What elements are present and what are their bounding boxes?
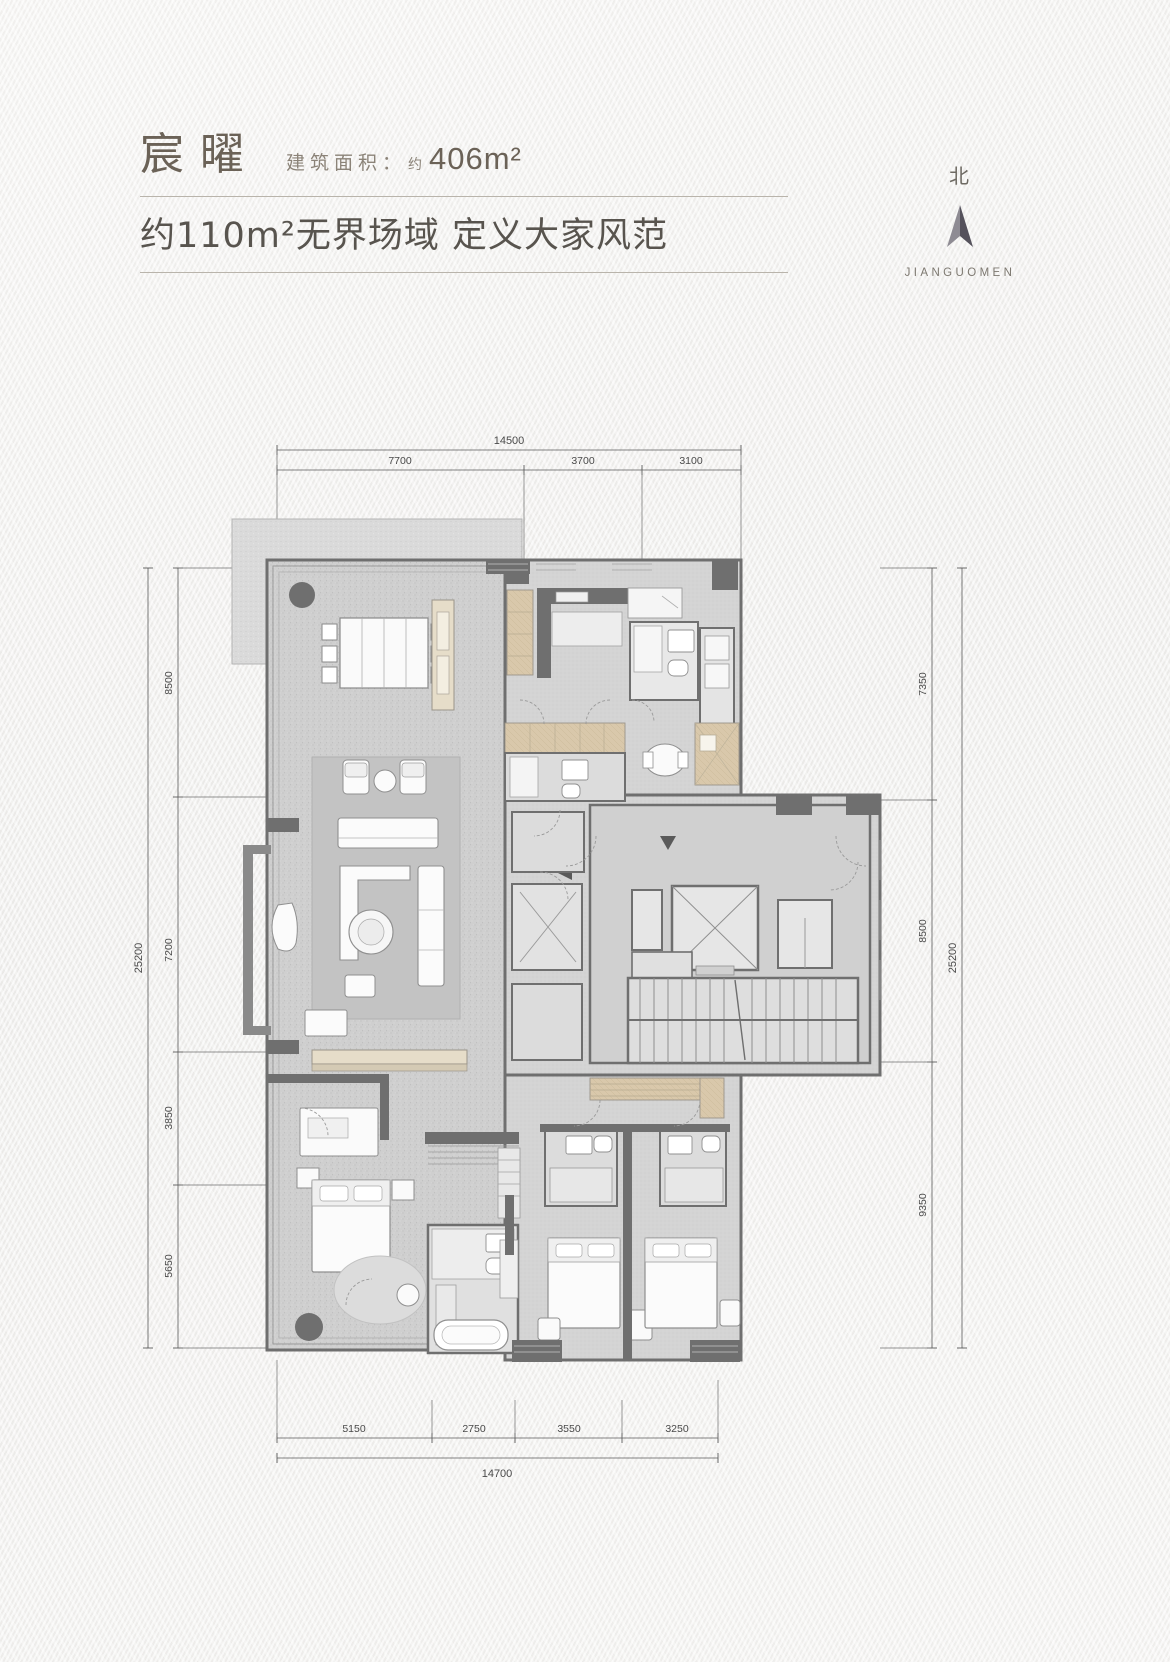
page-title: 宸曜 [140,129,260,180]
compass: 北 JIANGUOMEN [880,160,1040,279]
sink [561,759,589,781]
area-group: 建筑面积：约 406m² [286,141,522,177]
shaft [631,951,693,979]
entry-thresholds [486,560,740,1362]
accent-chair [304,1009,348,1037]
structural-column-sw [295,1313,323,1341]
north-arrow-icon [880,203,1040,251]
room-dining [289,582,455,711]
dim-left-seg-1: 7200 [163,938,175,962]
foyer [511,809,585,1061]
door-swing [539,871,569,901]
kitchen-island [551,611,623,647]
room-master-bedroom [295,1107,427,1341]
sink [667,629,695,653]
structural-column-nw [289,582,315,608]
bedroom-rug [333,1255,427,1325]
room-kitchen [505,560,738,725]
threshold-hatch [488,563,738,1353]
dimension-top: 14500 7700 3700 3100 [276,435,742,560]
dim-bottom-seg-2: 3550 [557,1423,581,1435]
southeast-partitions [505,1124,730,1360]
threshold-south-east [690,1340,740,1362]
south-corridor [589,1077,725,1119]
dim-top-seg-2: 3100 [679,455,703,467]
title-row: 宸曜 建筑面积：约 406m² [140,118,800,182]
kitchen-cabinet-run [506,589,534,676]
dim-left-seg-3: 5650 [163,1254,175,1278]
plan-header: 宸曜 建筑面积：约 406m² 约110m²无界场域 定义大家风范 [140,118,800,273]
building-plan [231,518,882,1362]
area-value: 406m² [429,141,522,176]
ottoman [344,974,376,998]
dimension-right: 25200 7350 8500 9350 [880,567,967,1349]
sink [667,1135,693,1155]
toilet [701,1135,721,1153]
dim-right-seg-2: 9350 [917,1193,929,1217]
area-approx: 约 [408,156,424,172]
nightstand [537,1317,561,1341]
dim-top-seg-1: 3700 [571,455,595,467]
toilet [667,659,689,677]
door-swing [533,809,561,837]
threshold-south-west [512,1340,562,1362]
washer [704,635,730,661]
service-band [504,722,740,802]
tv-cabinet [311,1049,468,1065]
dimension-left: 25200 8500 7200 3850 5650 [133,567,268,1349]
dim-right-seg-1: 8500 [917,919,929,943]
direction-marker [660,836,676,850]
door-swings [299,699,867,1306]
sofa-two-seat [417,865,445,987]
elevator-service [631,889,663,951]
storage-unit [627,587,683,619]
toilet [561,783,581,799]
dim-left-seg-2: 3850 [163,1106,175,1130]
sofa-three-seat [337,817,439,849]
sink [565,1135,593,1155]
compass-brand-label: JIANGUOMEN [904,267,1016,279]
side-table-round [373,769,397,793]
dryer [704,663,730,689]
structural-column [776,795,812,815]
dim-top-seg-0: 7700 [388,455,412,467]
dim-left-total: 25200 [133,943,145,974]
header-divider-bottom [140,272,788,273]
dim-bottom-total: 14700 [482,1468,513,1480]
utility-room [511,983,583,1061]
dim-right-total: 25200 [947,943,959,974]
entry-vestibule [511,811,585,873]
room-living [271,756,468,1072]
shower [549,1167,613,1203]
shower [664,1167,724,1203]
structural-column [712,560,738,590]
room-bedroom-2 [537,1127,653,1341]
dim-left-seg-0: 8500 [163,671,175,695]
dim-right-seg-0: 7350 [917,672,929,696]
nightstand [719,1299,741,1327]
dim-bottom-seg-3: 3250 [665,1423,689,1435]
room-master-bath [425,1132,521,1355]
side-table-round [396,1283,420,1307]
central-core [556,795,880,1065]
area-label: 建筑面积： [286,153,407,174]
structural-column [846,795,880,815]
nightstand [391,1179,415,1201]
lounge-chair [271,902,298,952]
compass-north-label: 北 [949,164,971,188]
cooktop [555,591,589,603]
header-divider-top [140,196,788,197]
dim-top-total: 14500 [494,435,525,447]
west-wing-walls [243,818,389,1140]
dimension-bottom: 5150 2750 3550 3250 14700 [276,1360,719,1480]
plan-subtitle: 约110m²无界场域 定义大家风范 [140,216,669,256]
dim-bottom-seg-0: 5150 [342,1423,366,1435]
toilet [593,1135,613,1153]
wardrobe-wall [425,1132,519,1144]
dim-bottom-seg-1: 2750 [462,1423,486,1435]
threshold-north [486,560,530,574]
room-bedroom-3 [644,1127,741,1329]
pantry-cabinets [504,722,626,754]
